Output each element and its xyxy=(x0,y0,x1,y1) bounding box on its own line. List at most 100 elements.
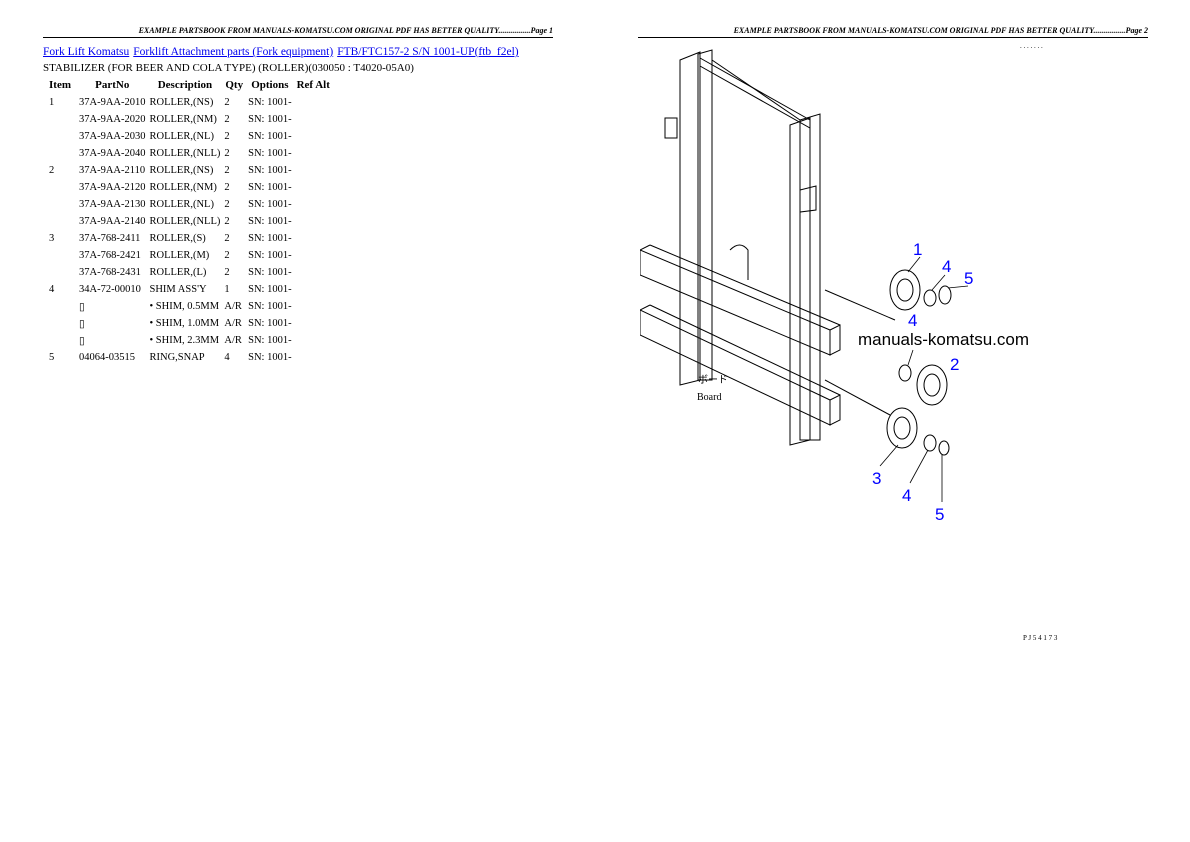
cell-item: 1 xyxy=(49,97,55,108)
board-label-jp: ボード xyxy=(698,374,728,386)
cell-opt: SN: 1001- xyxy=(248,148,292,159)
callout-5: 5 xyxy=(964,269,973,288)
cell-desc: ROLLER,(NLL) xyxy=(149,148,221,159)
cell-qty: 2 xyxy=(224,131,230,142)
column-header: Item xyxy=(49,79,71,91)
cell-qty: 2 xyxy=(224,165,230,176)
watermark: manuals-komatsu.com xyxy=(858,330,1029,349)
cell-qty: 4 xyxy=(224,352,230,363)
cell-ref xyxy=(294,111,333,128)
cell-qty: A/R xyxy=(224,318,242,329)
cell-opt: SN: 1001- xyxy=(248,352,292,363)
cell-item: 3 xyxy=(49,233,55,244)
cell-qty: 2 xyxy=(224,216,230,227)
page-1-header: EXAMPLE PARTSBOOK FROM MANUALS-KOMATSU.C… xyxy=(43,26,553,38)
cell-desc: SHIM ASS'Y xyxy=(149,284,207,295)
rollers xyxy=(886,269,952,456)
cell-item xyxy=(43,111,77,128)
column-header: Options xyxy=(251,79,289,91)
cell-opt: SN: 1001- xyxy=(248,318,292,329)
cell-ref xyxy=(294,247,333,264)
breadcrumb-link-fork-lift[interactable]: Fork Lift Komatsu xyxy=(43,46,130,58)
page-2-header: EXAMPLE PARTSBOOK FROM MANUALS-KOMATSU.C… xyxy=(638,26,1148,38)
cell-item xyxy=(43,179,77,196)
cell-qty: A/R xyxy=(224,301,242,312)
cell-ref xyxy=(294,128,333,145)
parts-diagram: manuals-komatsu.com ボード Board . . . . . … xyxy=(640,42,1058,642)
cell-opt: SN: 1001- xyxy=(248,301,292,312)
board-label-en: Board xyxy=(697,392,721,403)
cell-desc: ROLLER,(L) xyxy=(149,267,207,278)
cell-ref xyxy=(294,162,333,179)
cell-part: 37A-9AA-2120 xyxy=(79,182,146,193)
cell-qty: 2 xyxy=(224,250,230,261)
cell-ref xyxy=(294,264,333,281)
cell-desc: ROLLER,(NS) xyxy=(149,165,214,176)
column-header: Qty xyxy=(225,79,244,91)
cell-item xyxy=(43,247,77,264)
cell-ref xyxy=(294,196,333,213)
cell-desc: ROLLER,(NL) xyxy=(149,199,214,210)
cell-part: ▯ xyxy=(79,335,85,347)
cell-ref xyxy=(294,230,333,247)
cell-desc: ROLLER,(NM) xyxy=(149,182,217,193)
cell-part: ▯ xyxy=(79,318,85,330)
cell-opt: SN: 1001- xyxy=(248,97,292,108)
cell-desc: • SHIM, 2.3MM xyxy=(149,335,220,346)
cell-item xyxy=(43,213,77,230)
cell-item xyxy=(43,145,77,162)
cell-part: 37A-9AA-2110 xyxy=(79,165,146,176)
cell-desc: ROLLER,(S) xyxy=(149,233,206,244)
cell-part: 34A-72-00010 xyxy=(79,284,141,295)
cell-ref xyxy=(294,213,333,230)
top-code: . . . . . . . xyxy=(1020,42,1043,50)
cell-ref xyxy=(294,298,333,315)
column-header: Ref Alt xyxy=(296,79,330,91)
cell-ref xyxy=(294,315,333,332)
cell-part: 37A-9AA-2020 xyxy=(79,114,146,125)
cell-desc: ROLLER,(M) xyxy=(149,250,210,261)
callout-1: 1 xyxy=(913,240,922,259)
cell-qty: 1 xyxy=(224,284,230,295)
callout-5b: 5 xyxy=(935,505,944,524)
cell-ref xyxy=(294,179,333,196)
cell-item xyxy=(43,332,77,349)
cell-part: ▯ xyxy=(79,301,85,313)
cell-desc: • SHIM, 1.0MM xyxy=(149,318,220,329)
cell-ref xyxy=(294,332,333,349)
cell-desc: ROLLER,(NS) xyxy=(149,97,214,108)
column-header: Description xyxy=(157,79,213,91)
cell-opt: SN: 1001- xyxy=(248,284,292,295)
leader-lines xyxy=(879,256,969,502)
cell-part: 37A-768-2411 xyxy=(79,233,141,244)
cell-opt: SN: 1001- xyxy=(248,216,292,227)
cell-qty: 2 xyxy=(224,114,230,125)
cell-item: 2 xyxy=(49,165,55,176)
breadcrumb-link-model[interactable]: FTB/FTC157-2 S/N 1001-UP(ftb_f2el) xyxy=(337,46,519,58)
cell-item xyxy=(43,315,77,332)
cell-item: 4 xyxy=(49,284,55,295)
cell-part: 37A-9AA-2140 xyxy=(79,216,146,227)
cell-part: 37A-9AA-2030 xyxy=(79,131,146,142)
cell-part: 37A-9AA-2040 xyxy=(79,148,146,159)
cell-qty: 2 xyxy=(224,267,230,278)
cell-qty: 2 xyxy=(224,148,230,159)
cell-opt: SN: 1001- xyxy=(248,250,292,261)
cell-opt: SN: 1001- xyxy=(248,182,292,193)
cell-item xyxy=(43,128,77,145)
table-row: ▯ • SHIM, 1.0MM A/R SN: 1001- xyxy=(43,315,333,332)
callout-2: 2 xyxy=(950,355,959,374)
cell-part: 37A-9AA-2130 xyxy=(79,199,146,210)
cell-item: 5 xyxy=(49,352,55,363)
breadcrumb-link-attachment[interactable]: Forklift Attachment parts (Fork equipmen… xyxy=(133,46,334,58)
